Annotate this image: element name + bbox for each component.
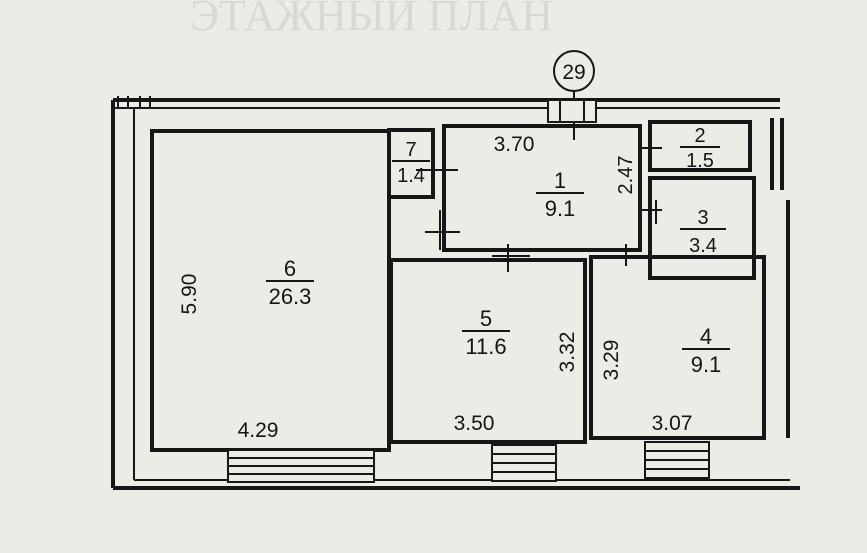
room-2-number: 2: [694, 125, 705, 147]
room-7-number: 7: [405, 139, 416, 161]
room-5-area: 11.6: [465, 334, 506, 359]
room-1-outline: [442, 124, 642, 252]
room-6-number: 6: [284, 256, 296, 281]
bottom-windows: [227, 441, 710, 483]
dim-room4-depth: 3.29: [600, 340, 623, 381]
dim-room6-depth: 5.90: [178, 274, 201, 315]
dim-room1-depth: 2.47: [615, 156, 637, 195]
dim-room5-width: 3.50: [454, 412, 495, 435]
room-3-area: 3.4: [689, 235, 717, 257]
room-7-label: 7 1.4: [392, 139, 430, 187]
dim-room5-depth: 3.32: [556, 332, 579, 373]
room-2-outline: [648, 120, 752, 172]
door-marks: [416, 147, 662, 272]
room-6-area: 26.3: [269, 284, 312, 309]
room-2-area: 1.5: [686, 150, 714, 172]
room-4-outline: [589, 255, 766, 440]
room-5-number: 5: [480, 306, 492, 331]
room-1-area: 9.1: [545, 196, 576, 221]
dim-room6-width: 4.29: [238, 419, 279, 442]
room-1-number: 1: [554, 168, 566, 193]
dim-room1-width: 3.70: [494, 133, 535, 156]
room-5-label: 5 11.6: [462, 306, 510, 359]
room-4-number: 4: [700, 324, 712, 349]
room-4-label: 4 9.1: [682, 324, 730, 377]
axis-marker-label: 29: [562, 61, 585, 84]
room-6-label: 6 26.3: [266, 256, 314, 309]
room-3-label: 3 3.4: [680, 207, 726, 257]
room-1-label: 1 9.1: [536, 168, 584, 221]
room-3-number: 3: [697, 207, 708, 229]
axis-marker-29: 29: [553, 50, 595, 140]
room-7-area: 1.4: [397, 165, 425, 187]
room-4-area: 9.1: [691, 352, 722, 377]
room-5-outline: [389, 258, 587, 444]
room-2-label: 2 1.5: [680, 125, 720, 172]
window-top: [547, 99, 597, 123]
dim-room4-width: 3.07: [652, 412, 693, 435]
header-bleed-text: ЭТАЖНЫЙ ПЛАН: [190, 0, 553, 40]
room-3-outline: [648, 176, 756, 280]
room-7-outline: [387, 128, 435, 199]
